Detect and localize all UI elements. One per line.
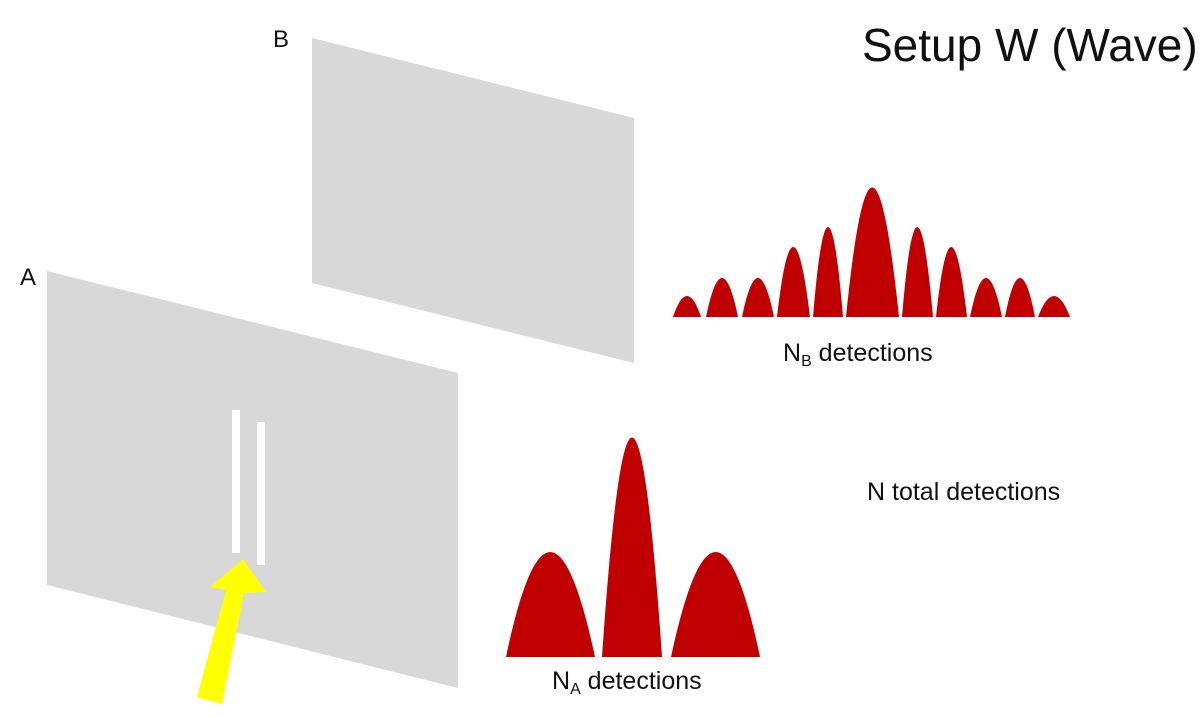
na-symbol: N xyxy=(552,667,571,695)
na-peak-right xyxy=(671,552,760,657)
nb-detections-label: detections xyxy=(811,339,933,367)
screen-b-label: B xyxy=(273,26,290,53)
screen-a-label: A xyxy=(20,264,37,291)
na-peaks xyxy=(506,437,760,657)
na-peak-center xyxy=(602,437,662,657)
nb-peak-4 xyxy=(777,247,810,317)
nb-peak-6 xyxy=(846,187,899,317)
nb-detections-caption: NB detections xyxy=(783,338,933,371)
nb-peaks xyxy=(673,187,1070,317)
page-title: Setup W (Wave) xyxy=(862,19,1198,71)
nb-subscript: B xyxy=(801,353,812,370)
nb-symbol: N xyxy=(783,339,802,367)
na-detections-label: detections xyxy=(580,667,702,695)
na-peak-left xyxy=(506,552,595,657)
nb-peak-5 xyxy=(813,227,843,317)
nb-peak-9 xyxy=(970,278,1002,317)
screen-a xyxy=(47,271,458,688)
nb-peak-10 xyxy=(1005,278,1035,317)
nb-peak-2 xyxy=(706,278,738,317)
nb-peak-8 xyxy=(936,247,967,317)
na-detections-caption: NA detections xyxy=(552,666,702,699)
screen-b xyxy=(312,38,634,363)
beam-arrow xyxy=(197,559,266,704)
slit-right xyxy=(257,422,265,565)
na-subscript: A xyxy=(570,681,581,698)
nb-peak-11 xyxy=(1038,296,1070,317)
nb-peak-1 xyxy=(673,296,701,317)
nb-peak-3 xyxy=(742,278,774,317)
slit-left xyxy=(232,410,240,553)
total-detections-caption: N total detections xyxy=(867,478,1061,506)
nb-peak-7 xyxy=(902,227,933,317)
